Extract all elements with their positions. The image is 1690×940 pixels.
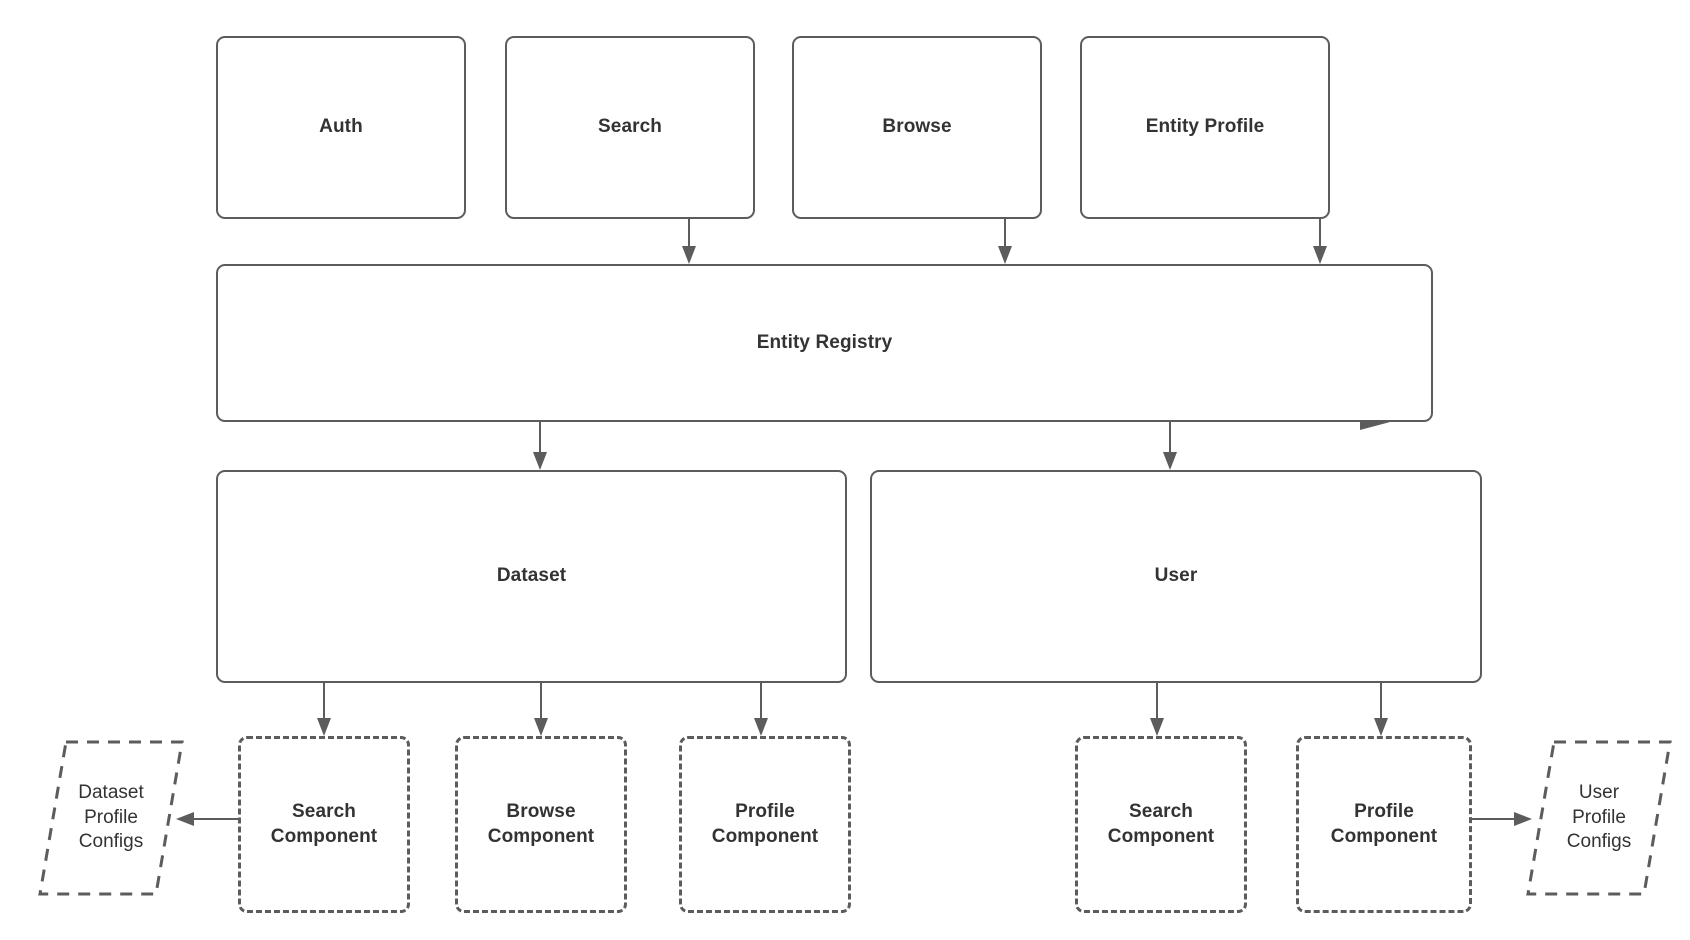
node-dataset-profile-component[interactable]: Profile Component [679, 736, 851, 913]
node-entity-profile[interactable]: Entity Profile [1080, 36, 1330, 219]
edge-dataset-to-profile-component [754, 683, 768, 736]
node-dataset-profile-configs[interactable]: Dataset Profile Configs [36, 738, 186, 898]
node-search[interactable]: Search [505, 36, 755, 219]
node-dataset-profile-component-label: Profile Component [711, 801, 819, 847]
edge-entity-profile-to-entity-registry [1313, 219, 1327, 264]
node-user-search-component[interactable]: Search Component [1075, 736, 1247, 913]
edge-browse-to-entity-registry [998, 219, 1012, 264]
node-entity-profile-label: Entity Profile [1145, 116, 1265, 138]
node-user-profile-component[interactable]: Profile Component [1296, 736, 1472, 913]
node-dataset[interactable]: Dataset [216, 470, 847, 683]
edge-entity-registry-to-user [1163, 422, 1177, 470]
node-browse[interactable]: Browse [792, 36, 1042, 219]
node-auth-label: Auth [319, 116, 363, 138]
edge-user-to-profile-component [1374, 683, 1388, 736]
edge-dataset-to-search-component [317, 683, 331, 736]
node-user-label: User [1154, 565, 1198, 587]
edge-entity-registry-to-dataset [533, 422, 547, 470]
parallelogram-shape [38, 740, 184, 896]
parallelogram-shape [1526, 740, 1672, 896]
node-entity-registry-label: Entity Registry [756, 331, 893, 353]
node-dataset-browse-component[interactable]: Browse Component [455, 736, 627, 913]
node-entity-registry[interactable]: Entity Registry [216, 264, 1433, 422]
edge-user-to-search-component [1150, 683, 1164, 736]
node-user-search-component-label: Search Component [1107, 801, 1215, 847]
node-dataset-search-component-label: Search Component [270, 801, 378, 847]
node-search-label: Search [598, 116, 662, 138]
node-dataset-label: Dataset [496, 565, 567, 587]
node-user[interactable]: User [870, 470, 1482, 683]
edge-profile-component-to-user-profile-configs [1472, 812, 1532, 826]
node-dataset-search-component[interactable]: Search Component [238, 736, 410, 913]
edge-dataset-to-browse-component [534, 683, 548, 736]
node-browse-label: Browse [882, 116, 952, 138]
node-user-profile-component-label: Profile Component [1330, 801, 1438, 847]
node-dataset-browse-component-label: Browse Component [487, 801, 595, 847]
edge-search-to-entity-registry [682, 219, 696, 264]
node-user-profile-configs[interactable]: User Profile Configs [1524, 738, 1674, 898]
node-auth[interactable]: Auth [216, 36, 466, 219]
